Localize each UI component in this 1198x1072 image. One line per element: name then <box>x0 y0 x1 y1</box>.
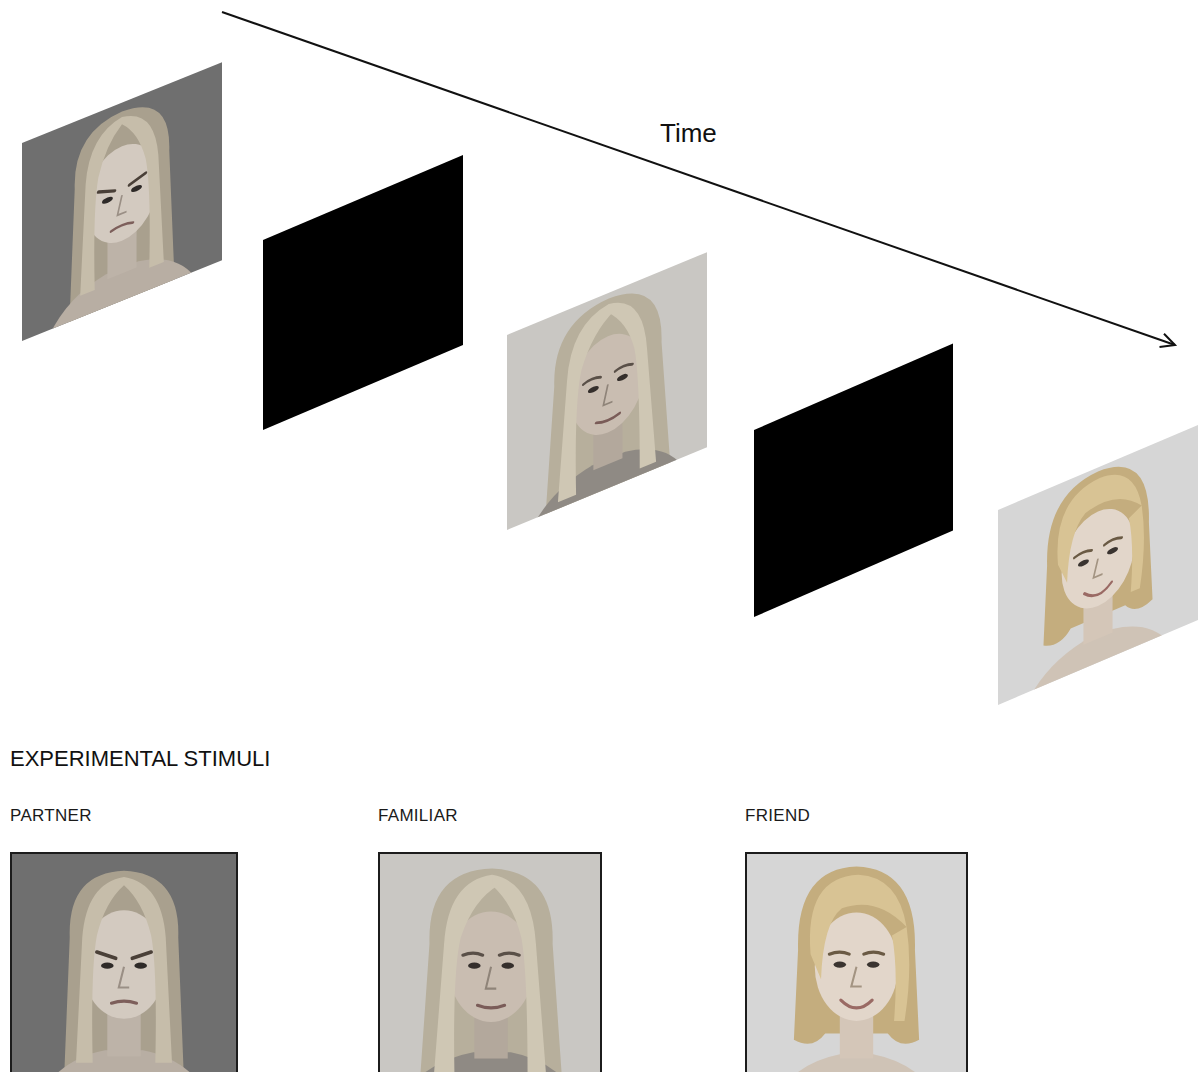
stimulus-panel: FAMILIAR <box>378 806 602 1072</box>
face-image <box>380 854 600 1072</box>
photo-frame <box>378 852 602 1072</box>
stimulus-label: FRIEND <box>745 806 968 826</box>
face-image <box>12 854 236 1072</box>
time-arrow-head <box>1160 334 1176 347</box>
black-mask <box>754 343 953 617</box>
sequence-frame <box>998 418 1198 712</box>
face-photo <box>12 854 236 1072</box>
axis-label: Time <box>660 118 717 149</box>
face-photo <box>507 245 707 537</box>
photo-frame <box>10 852 238 1072</box>
stimulus-label: PARTNER <box>10 806 238 826</box>
face-image <box>747 854 966 1072</box>
blank-screen <box>754 343 953 617</box>
blank-screen <box>263 155 463 430</box>
sequence-frame <box>507 245 707 537</box>
face-photo <box>998 418 1198 712</box>
face-photo <box>22 57 222 347</box>
section-heading: EXPERIMENTAL STIMULI <box>10 746 270 772</box>
stimulus-panel: PARTNER <box>10 806 238 1072</box>
face-photo <box>380 854 600 1072</box>
stimulus-label: FAMILIAR <box>378 806 602 826</box>
stimulus-panel: FRIEND <box>745 806 968 1072</box>
face-photo <box>747 854 966 1072</box>
sequence-frame <box>22 57 222 347</box>
black-mask <box>263 155 463 430</box>
photo-frame <box>745 852 968 1072</box>
